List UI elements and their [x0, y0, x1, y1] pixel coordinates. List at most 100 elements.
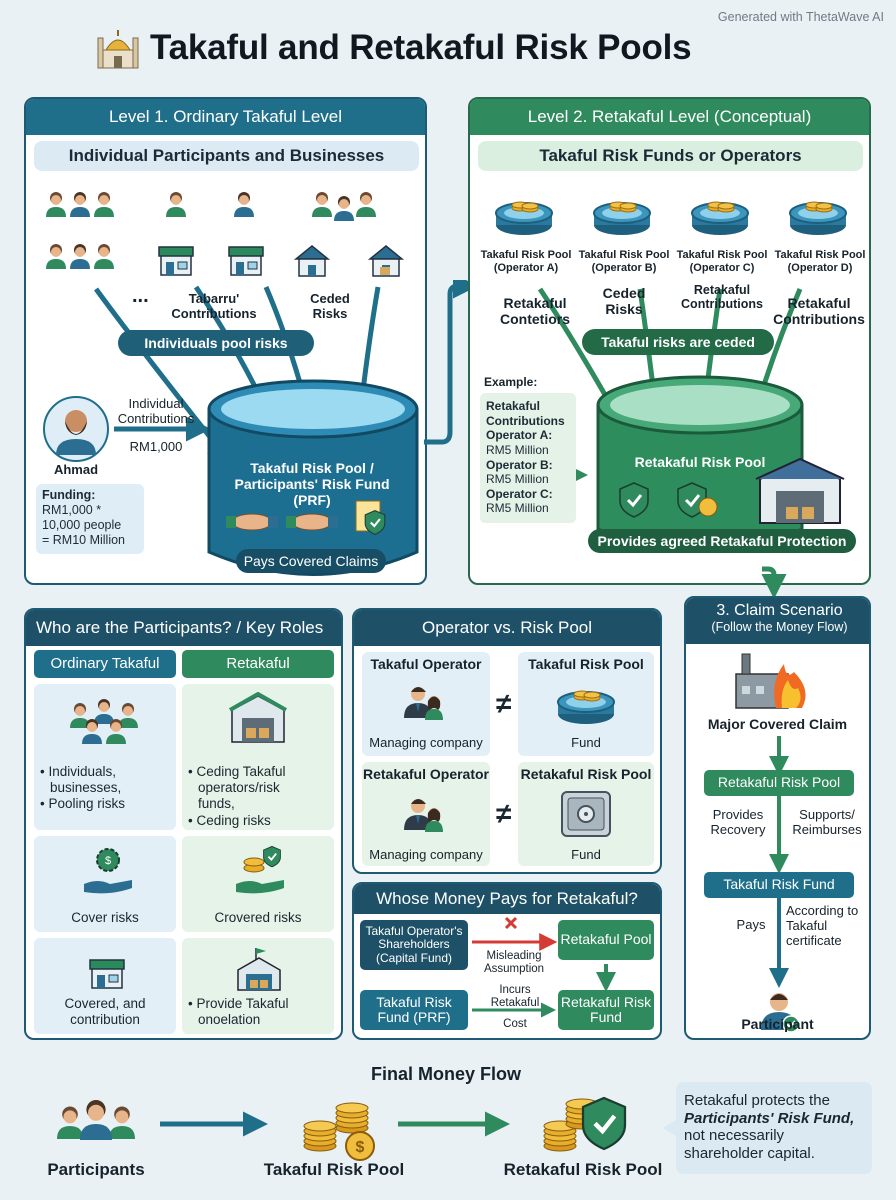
pool-d-line1: Takaful Risk Pool — [774, 249, 866, 261]
managers-icon-1 — [404, 687, 443, 720]
claim-panel: 3. Claim Scenario (Follow the Money Flow… — [684, 596, 871, 1040]
note-bubble — [662, 1082, 872, 1174]
role-right-3-line1: • Provide Takaful — [188, 996, 289, 1011]
label-individual-contrib: Individual Contributions — [117, 396, 195, 426]
funding-box: Funding: RM1,000 * 10,000 people = RM10 … — [36, 484, 144, 554]
example-line-7: Operator C: — [486, 486, 553, 501]
pool-a-icon — [495, 201, 553, 236]
operator-vs-pool-panel: Operator vs. Risk Pool Takaful Operator … — [352, 608, 662, 874]
role-right-1-line4: • Ceding risks — [188, 812, 271, 828]
role-left-3-line2: contribution — [70, 1012, 140, 1028]
role-right-tile-2: Crovered risks — [182, 836, 334, 932]
example-line-3: Operator A: — [486, 428, 553, 443]
handshake-icon-2 — [286, 513, 338, 531]
managers-icon-2 — [404, 799, 443, 832]
example-line-6: RM5 Million — [486, 472, 549, 487]
fund-label-1: Fund — [571, 735, 601, 750]
shop-icon-2 — [228, 246, 264, 276]
level2-subheader: Takaful Risk Funds or Operators — [478, 141, 863, 171]
shop-icon-1 — [158, 246, 194, 276]
retakaful-pool-box: Retakaful Pool — [558, 920, 654, 960]
participant-label: Participant — [741, 1016, 814, 1032]
role-left-3-line1: Covered, and — [64, 996, 146, 1011]
fund-label-2: Fund — [571, 847, 601, 862]
mosque-icon — [97, 30, 139, 69]
pays-label: Pays — [736, 917, 766, 932]
factory-fire-icon — [735, 653, 806, 709]
pool-c-icon — [691, 201, 749, 236]
pill-risks-ceded: Takaful risks are ceded — [582, 329, 774, 355]
according-label: According to Takaful certificate — [786, 903, 859, 948]
roles-col-left: Ordinary Takaful — [34, 650, 176, 678]
cost-label: Cost — [503, 1018, 527, 1030]
pool-a-line2: (Operator A) — [493, 261, 559, 274]
label-amount: RM1,000 — [129, 439, 183, 454]
pill-individuals-pool: Individuals pool risks — [118, 330, 314, 356]
business-person-icon — [234, 192, 254, 217]
hand-gear-icon: $ — [84, 848, 132, 894]
participant-avatar-icon — [761, 993, 800, 1033]
level1-header: Level 1. Ordinary Takaful Level — [26, 99, 425, 135]
pays-claims-pill: Pays Covered Claims — [236, 549, 386, 573]
example-title: Example: — [484, 375, 538, 389]
connector-l1-l2 — [424, 280, 478, 445]
pool-b-line2: (Operator B) — [591, 261, 657, 274]
final-note: Retakaful protects the Participants' Ris… — [684, 1092, 868, 1162]
example-line-1: Retakaful — [486, 399, 541, 413]
people-group-1-icon — [46, 192, 114, 217]
warehouse-icon — [369, 245, 403, 277]
claim-retakaful-pool: Retakaful Risk Pool — [704, 770, 854, 796]
takaful-operator-tile: Takaful Operator Managing company — [362, 652, 490, 756]
level1-pool-title: Takaful Risk Pool / Participants' Risk F… — [234, 460, 390, 509]
example-line-2: Contributions — [486, 413, 565, 428]
level1-panel: Level 1. Ordinary Takaful Level Individu… — [24, 97, 427, 585]
house-icon — [295, 245, 329, 277]
role-right-1-line1: • Ceding Takaful — [188, 764, 286, 779]
level1-subheader: Individual Participants and Businesses — [34, 141, 419, 171]
example-line-4: RM5 Million — [486, 442, 549, 457]
pool-d-icon — [789, 201, 847, 236]
example-line-5: Operator B: — [486, 457, 553, 472]
pool-c-line1: Takaful Risk Pool — [676, 249, 768, 261]
roles-panel: Who are the Participants? / Key Roles Or… — [24, 608, 343, 1040]
note-line-4: shareholder capital. — [684, 1144, 815, 1162]
svg-text:$: $ — [105, 855, 111, 867]
level2-header: Level 2. Retakaful Level (Conceptual) — [470, 99, 869, 135]
coins-stack-icon: $ — [303, 1102, 375, 1161]
retakaful-pool-tile: Retakaful Risk Pool Fund — [518, 762, 654, 866]
retakaful-pool-label: Retakaful Risk Pool — [520, 766, 652, 782]
ellipsis: ... — [132, 285, 149, 307]
roles-header: Who are the Participants? / Key Roles — [26, 610, 341, 646]
final-step-takaful-pool: Takaful Risk Pool — [263, 1160, 405, 1179]
label-ceded-risks-2: Ceded Risks — [602, 285, 646, 318]
role-left-1-line3: • Pooling risks — [40, 796, 126, 812]
retakaful-operator-tile: Retakaful Operator Managing company — [362, 762, 490, 866]
role-right-tile-1: • Ceding Takaful operators/risk funds,• … — [182, 684, 334, 830]
takaful-pool-label: Takaful Risk Pool — [528, 656, 644, 672]
final-step-retakaful-pool: Retakaful Risk Pool — [503, 1160, 663, 1179]
role-right-3-line2: onoelation — [198, 1012, 261, 1028]
misleading-label: Misleading Assumption — [483, 950, 545, 976]
watermark-text: Generated with ThetaWave AI — [717, 10, 884, 24]
pool-d-line2: (Operator D) — [787, 261, 853, 274]
roles-col-right: Retakaful — [182, 650, 334, 678]
major-claim-label: Major Covered Claim — [707, 716, 848, 732]
coin-pool-icon — [557, 690, 615, 725]
role-right-tile-3: • Provide Takaful onoelation — [182, 938, 334, 1034]
pool-b-icon — [593, 201, 651, 236]
label-contetiors: Retakaful Contetiors — [500, 295, 570, 328]
takaful-operator-label: Takaful Operator — [370, 656, 482, 672]
takaful-pool-tile: Takaful Risk Pool Fund — [518, 652, 654, 756]
example-box: Retakaful Contributions Operator A: RM5 … — [480, 393, 576, 523]
final-flow-diagram: $ — [57, 1072, 670, 1161]
pool-a-line1: Takaful Risk Pool — [480, 249, 572, 261]
example-line-8: RM5 Million — [486, 501, 549, 516]
pool-b-line1: Takaful Risk Pool — [578, 249, 670, 261]
level2-diagram — [495, 201, 847, 553]
claim-diagram — [735, 653, 806, 1033]
retakaful-operator-label: Retakaful Operator — [362, 766, 490, 782]
supports-label: Supports/ Reimburses — [792, 807, 862, 837]
warehouse-flag-icon — [237, 948, 281, 991]
role-right-1-line2: operators/risk — [198, 780, 280, 796]
claim-subheader: (Follow the Money Flow) — [711, 620, 848, 634]
